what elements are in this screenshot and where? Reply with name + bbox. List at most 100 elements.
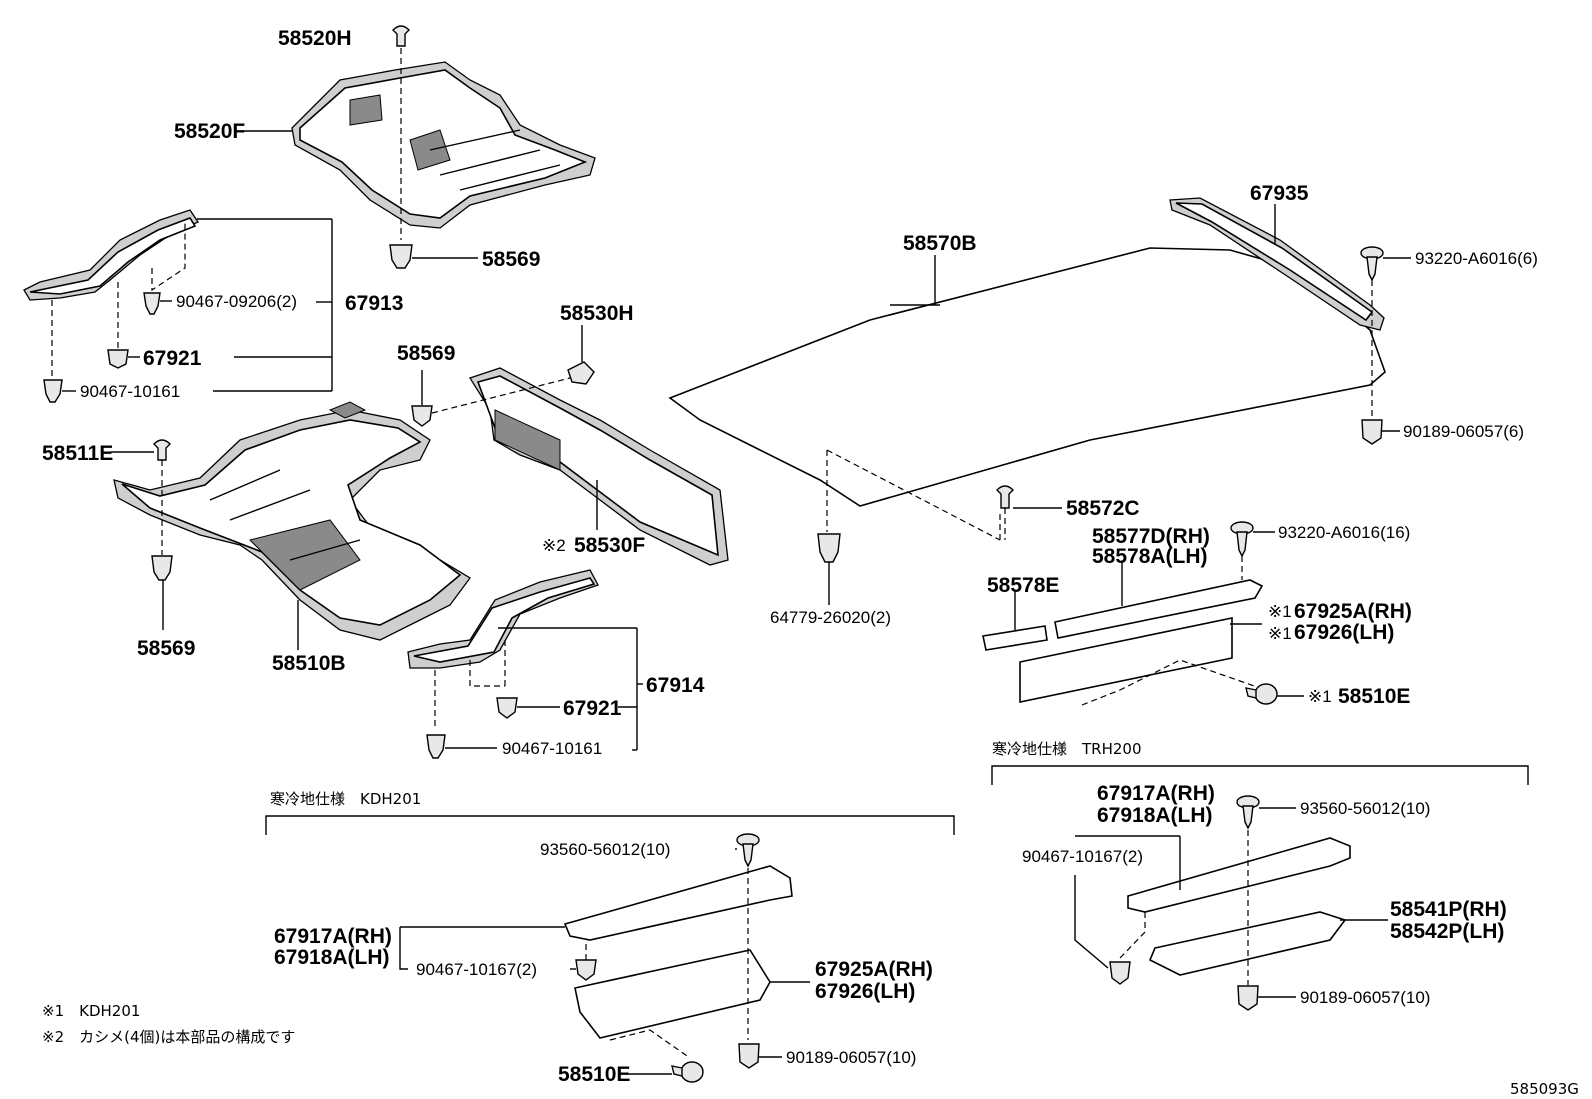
label-67918A-trh: 67918A(LH) xyxy=(1097,804,1213,827)
label-58530F: 58530F xyxy=(574,534,645,557)
dash-58510E-a xyxy=(1081,659,1261,706)
part-67913-scuff xyxy=(23,209,199,301)
trh-bracket xyxy=(991,765,1529,785)
dash-kdh-58510E xyxy=(609,1029,691,1059)
clip-58511E-icon xyxy=(153,439,171,461)
screw-93560-trh-icon xyxy=(1236,795,1260,830)
screw-93560-kdh-icon xyxy=(736,833,760,868)
label-58578A: 58578A(LH) xyxy=(1092,545,1208,568)
label-93220-6: 93220-A6016(6) xyxy=(1415,249,1538,268)
label-90467-09206: 90467-09206(2) xyxy=(176,292,297,311)
clip-90467-10161a-icon xyxy=(43,379,63,403)
clip-90467-10161b-icon xyxy=(426,734,446,759)
bracket-90467-10167-trh xyxy=(1074,875,1109,969)
label-58511E: 58511E xyxy=(42,442,113,465)
clip-58530H-icon xyxy=(567,361,595,385)
label-kdh-title: 寒冷地仕様 KDH201 xyxy=(270,790,421,808)
clip-90467-10167-kdh-icon xyxy=(575,959,597,981)
label-58520H: 58520H xyxy=(278,27,352,50)
label-67935: 67935 xyxy=(1250,182,1309,205)
clip-58569-mid-icon xyxy=(411,405,433,427)
part-58577D xyxy=(1054,579,1264,639)
label-90189-kdh: 90189-06057(10) xyxy=(786,1048,916,1067)
part-67935-rail xyxy=(1169,197,1385,331)
dash-58530 xyxy=(431,377,571,414)
label-90189-trh: 90189-06057(10) xyxy=(1300,988,1430,1007)
clip-67921a-icon xyxy=(107,349,129,369)
clip-58510E-a-icon xyxy=(1245,683,1278,705)
label-67913: 67913 xyxy=(345,292,403,315)
label-67926-kdh: 67926(LH) xyxy=(815,980,915,1003)
label-58569c: 58569 xyxy=(137,637,195,660)
diagram-code: 585093G xyxy=(1510,1080,1579,1098)
label-58520F: 58520F xyxy=(174,120,245,143)
label-trh-title: 寒冷地仕様 TRH200 xyxy=(992,740,1142,758)
label-67925A-a: 67925A(RH) xyxy=(1294,600,1412,623)
label-67918A-kdh: 67918A(LH) xyxy=(274,946,390,969)
part-67917A-kdh xyxy=(563,865,793,941)
clip-58569-top-icon xyxy=(389,244,413,269)
label-67921a: 67921 xyxy=(143,347,202,370)
label-67926-a: 67926(LH) xyxy=(1294,621,1394,644)
clip-90467-10167-trh-icon xyxy=(1109,961,1131,985)
label-90467-10167-trh: 90467-10167(2) xyxy=(1022,847,1143,866)
clip-58572C-icon xyxy=(996,485,1014,509)
label-64779: 64779-26020(2) xyxy=(770,608,891,627)
label-58578E: 58578E xyxy=(987,574,1059,597)
clip-58569-left-icon xyxy=(151,555,173,581)
label-58541P: 58541P(RH) xyxy=(1390,898,1507,921)
label-93560-trh: 93560-56012(10) xyxy=(1300,799,1430,818)
part-67914-scuff xyxy=(407,569,599,669)
kdh-bracket xyxy=(265,815,955,835)
dash-67914 xyxy=(434,640,506,730)
label-93220-16: 93220-A6016(16) xyxy=(1278,523,1410,542)
part-58530F xyxy=(469,367,729,566)
nut-90189-kdh-icon xyxy=(738,1043,760,1069)
label-58530H: 58530H xyxy=(560,302,634,325)
part-67925A-cover xyxy=(1019,617,1233,703)
label-67925A-kdh: 67925A(RH) xyxy=(815,958,933,981)
label-58510B: 58510B xyxy=(272,652,346,675)
dash-67913 xyxy=(51,222,186,378)
clip-58520H-icon xyxy=(392,25,410,47)
label-58577D: 58577D(RH) xyxy=(1092,525,1210,548)
label-58530F-mark: ※2 xyxy=(542,536,566,555)
note-2: ※2 カシメ(4個)は本部品の構成です xyxy=(42,1028,295,1046)
bracket-90467-10167-kdh xyxy=(399,927,408,970)
label-67917A-trh: 67917A(RH) xyxy=(1097,782,1215,805)
label-67917A-kdh: 67917A(RH) xyxy=(274,925,392,948)
nut-90189-trh-icon xyxy=(1237,985,1259,1011)
label-58510E-a: 58510E xyxy=(1338,685,1410,708)
nut-90189-6-icon xyxy=(1361,419,1383,445)
part-58578E xyxy=(982,625,1048,651)
dash-trh-clip xyxy=(1119,912,1146,959)
clip-90467-09206-icon xyxy=(143,292,161,315)
clip-67921b-icon xyxy=(496,697,518,719)
note-1: ※1 KDH201 xyxy=(42,1002,140,1020)
label-90467-10161b: 90467-10161 xyxy=(502,739,602,758)
label-58570B: 58570B xyxy=(903,232,977,255)
part-67917A-trh xyxy=(1127,837,1351,913)
part-58520F-carpet xyxy=(291,61,596,229)
label-90189-6: 90189-06057(6) xyxy=(1403,422,1524,441)
screw-93220-6-icon xyxy=(1360,246,1384,282)
label-93560-kdh: 93560-56012(10) xyxy=(540,840,670,859)
clip-58510E-kdh-icon xyxy=(671,1061,704,1083)
label-58542P: 58542P(LH) xyxy=(1390,920,1504,943)
dash-58570B xyxy=(826,449,1001,541)
label-90467-10167-kdh: 90467-10167(2) xyxy=(416,960,537,979)
part-67925A-kdh xyxy=(574,949,771,1039)
label-58510E-kdh: 58510E xyxy=(558,1063,630,1086)
label-58569a: 58569 xyxy=(482,248,540,271)
clip-64779-icon xyxy=(817,533,841,563)
label-90467-10161a: 90467-10161 xyxy=(80,382,180,401)
screw-93220-16-icon xyxy=(1230,521,1254,558)
label-58569b: 58569 xyxy=(397,342,455,365)
label-67914: 67914 xyxy=(646,674,705,697)
label-mark1b: ※1 xyxy=(1268,624,1292,643)
label-mark1a: ※1 xyxy=(1268,602,1292,621)
label-58572C: 58572C xyxy=(1066,497,1140,520)
part-58570B-board xyxy=(668,247,1386,507)
